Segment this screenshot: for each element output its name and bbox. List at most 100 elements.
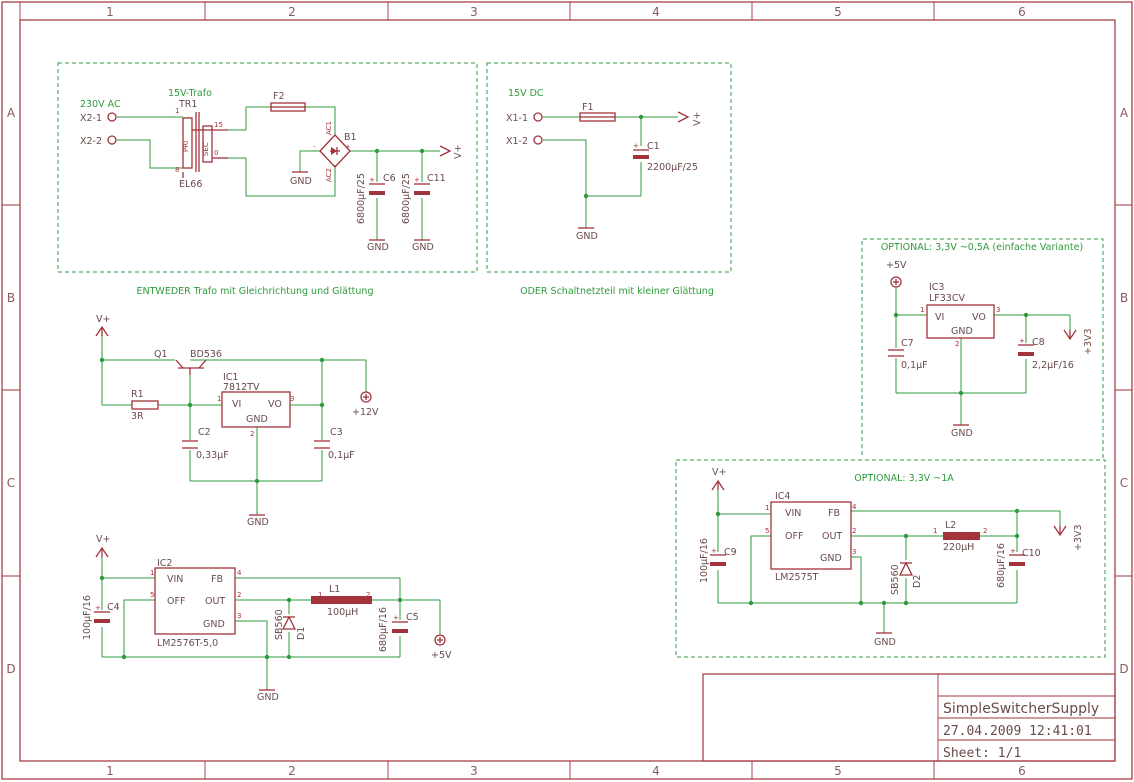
ic2-pin-4: 4 bbox=[237, 569, 242, 577]
label-c2-value: 0,33µF bbox=[196, 450, 229, 461]
regulator-ic3: IC3 LF33CV VI VO GND 1 3 2 bbox=[920, 282, 1000, 348]
tr1-pin-15: 15 bbox=[214, 121, 223, 129]
label-el66: EL66 bbox=[179, 179, 202, 190]
gnd-c11: GND bbox=[412, 242, 434, 253]
connector-x1-2 bbox=[533, 135, 543, 145]
label-c7-value: 0,1µF bbox=[901, 360, 928, 371]
label-ac1: AC1 bbox=[325, 121, 333, 135]
label-ic2-value: LM2576T-5,0 bbox=[157, 638, 218, 649]
frame-row-right-c: C bbox=[1120, 476, 1128, 490]
label-b1: B1 bbox=[344, 132, 357, 143]
label-vplus-trafo: V+ bbox=[453, 145, 464, 159]
section-boxes: ENTWEDER Trafo mit Gleichrichtung und Gl… bbox=[57, 62, 1106, 658]
label-c8: C8 bbox=[1032, 337, 1045, 348]
ic4-pin-4: 4 bbox=[852, 503, 857, 511]
capacitor-c6: + C6 6800µF/25 bbox=[356, 173, 396, 224]
inductor-l1: 1 2 L1 100µH bbox=[311, 584, 372, 618]
transformer-tr1: 1 8 15 0 PRI SEC 15V-Trafo TR1 EL66 bbox=[168, 88, 228, 190]
frame-col-bottom-2: 2 bbox=[288, 764, 296, 778]
regulator-ic4: IC4 LM2575T VIN FB OFF OUT GND 1 5 4 2 3 bbox=[765, 491, 857, 583]
label-c8-value: 2,2µF/16 bbox=[1032, 360, 1074, 371]
label-15v-trafo: 15V-Trafo bbox=[168, 88, 212, 99]
gnd-ic3: GND bbox=[951, 428, 973, 439]
ic1-pin-2: 2 bbox=[250, 430, 254, 438]
l1-pin-2: 2 bbox=[366, 591, 370, 599]
label-x2-1: X2-1 bbox=[80, 113, 102, 124]
label-c5-value: 680µF/16 bbox=[378, 607, 389, 652]
ic1-pin-vi: VI bbox=[232, 399, 241, 410]
capacitor-c1: + C1 2200µF/25 bbox=[633, 141, 698, 173]
capacitor-c4: + C4 100µF/16 bbox=[82, 595, 120, 640]
tr1-pin-0: 0 bbox=[214, 149, 218, 157]
gnd-ic2: GND bbox=[257, 692, 279, 703]
ic3-pin-vo: VO bbox=[972, 312, 986, 323]
regulator-12v-section: V+ Q1 BD536 R1 3R IC1 7812TV VI VO GND 1… bbox=[95, 314, 379, 528]
label-c4: C4 bbox=[107, 602, 120, 613]
section-note-opt2: OPTIONAL: 3,3V ~1A bbox=[854, 473, 954, 484]
label-12v: +12V bbox=[352, 407, 379, 418]
label-c7: C7 bbox=[901, 338, 914, 349]
ic4-pin-1: 1 bbox=[765, 504, 769, 512]
label-5v-out: +5V bbox=[431, 650, 452, 661]
capacitor-c10: + C10 680µF/16 bbox=[996, 543, 1041, 588]
frame-col-bottom-1: 1 bbox=[106, 764, 114, 778]
label-ic4-value: LM2575T bbox=[775, 572, 819, 583]
c5-plus: + bbox=[393, 614, 399, 622]
frame-row-left-c: C bbox=[7, 476, 15, 490]
label-230v-ac: 230V AC bbox=[80, 99, 121, 110]
label-5v-ldo: +5V bbox=[886, 260, 907, 271]
switcher-5v-section: V+ + C4 100µF/16 IC2 LM2576T-5,0 VIN FB … bbox=[82, 534, 452, 703]
label-c9: C9 bbox=[724, 547, 737, 558]
section-note-psu: ODER Schaltnetzteil mit kleiner Glättung bbox=[520, 286, 714, 297]
label-c1-value: 2200µF/25 bbox=[647, 162, 698, 173]
section-note-opt1: OPTIONAL: 3,3V ~0,5A (einfache Variante) bbox=[881, 242, 1083, 253]
ic2-pin-out: OUT bbox=[205, 596, 225, 607]
ic4-pin-2: 2 bbox=[852, 527, 856, 535]
ic4-pin-5: 5 bbox=[765, 527, 769, 535]
label-x1-1: X1-1 bbox=[506, 113, 528, 124]
inductor-l2: 1 2 L2 220µH bbox=[933, 520, 987, 553]
capacitor-c3: C3 0,1µF bbox=[314, 427, 355, 461]
label-tr1: TR1 bbox=[178, 99, 197, 110]
label-l2: L2 bbox=[945, 520, 956, 531]
ic4-pin-3: 3 bbox=[852, 548, 856, 556]
frame-row-right-b: B bbox=[1120, 291, 1128, 305]
ic2-pin-2: 2 bbox=[237, 591, 241, 599]
label-15v-dc: 15V DC bbox=[508, 88, 544, 99]
label-x1-2: X1-2 bbox=[506, 136, 528, 147]
l1-pin-1: 1 bbox=[318, 591, 322, 599]
label-c6-value: 6800µF/25 bbox=[356, 173, 367, 224]
label-r1: R1 bbox=[131, 389, 144, 400]
ic3-pin-vi: VI bbox=[935, 312, 944, 323]
b1-plus: + bbox=[345, 143, 351, 151]
frame-col-top-3: 3 bbox=[470, 5, 478, 19]
fuse-f2: F2 bbox=[270, 91, 306, 112]
drawing-name: SimpleSwitcherSupply bbox=[943, 701, 1099, 717]
label-ic3: IC3 bbox=[929, 282, 944, 293]
label-c10: C10 bbox=[1022, 548, 1041, 559]
ic3-pin-3: 3 bbox=[996, 306, 1000, 314]
ic3-pin-1: 1 bbox=[920, 306, 924, 314]
label-d2: D2 bbox=[912, 575, 923, 588]
diode-d2: SB560 D2 bbox=[890, 561, 923, 595]
label-f2: F2 bbox=[273, 91, 285, 102]
c4-plus: + bbox=[95, 604, 101, 612]
label-l1-value: 100µH bbox=[327, 607, 358, 618]
c10-plus: + bbox=[1010, 547, 1016, 555]
connector-x2-1 bbox=[107, 112, 117, 122]
c6-plus: + bbox=[369, 176, 375, 184]
capacitor-c8: + C8 2,2µF/16 bbox=[1018, 337, 1074, 371]
label-q1-value: BD536 bbox=[190, 349, 222, 360]
gnd-ic4: GND bbox=[874, 637, 896, 648]
label-r1-value: 3R bbox=[131, 411, 144, 422]
ic2-pin-1: 1 bbox=[150, 569, 154, 577]
label-c11-value: 6800µF/25 bbox=[401, 173, 412, 224]
label-c2: C2 bbox=[198, 427, 211, 438]
label-ic1: IC1 bbox=[223, 372, 238, 383]
frame-col-bottom-3: 3 bbox=[470, 764, 478, 778]
ic3-pin-gnd: GND bbox=[951, 326, 973, 337]
ic3-pin-2: 2 bbox=[955, 340, 959, 348]
label-c6: C6 bbox=[383, 173, 396, 184]
title-block: SimpleSwitcherSupply 27.04.2009 12:41:01… bbox=[702, 673, 1116, 762]
